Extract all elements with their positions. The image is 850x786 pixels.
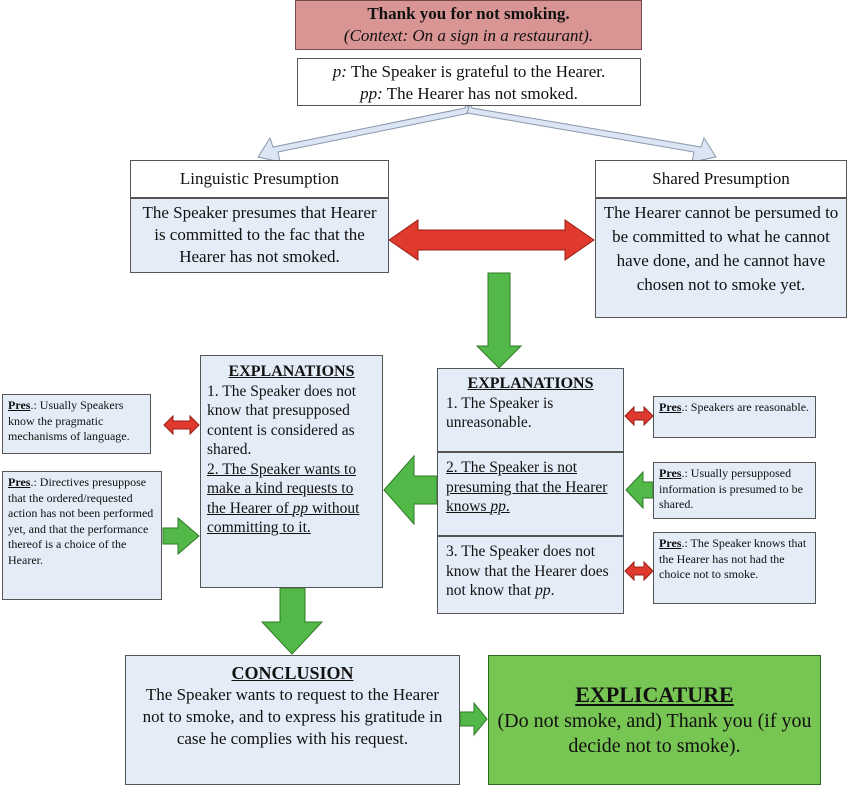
pp-text: The Hearer has not smoked. — [382, 84, 578, 103]
pres-box-shared-info: Pres.: Usually persupposed information i… — [653, 462, 816, 519]
p-label: p: — [332, 62, 347, 81]
pres5-double-arrow — [624, 560, 654, 582]
linguistic-presumption-heading: Linguistic Presumption — [130, 160, 389, 198]
explicature-body: (Do not smoke, and) Thank you (if you de… — [497, 710, 812, 757]
conclusion-body: The Speaker wants to request to the Hear… — [142, 685, 443, 748]
fork-arrow-left — [257, 102, 471, 163]
pres-box-choice-text: .: The Speaker knows that the Hearer has… — [659, 536, 807, 581]
explanations-left-box: EXPLANATIONS 1. The Speaker does not kno… — [200, 355, 383, 588]
propositions-box: p: The Speaker is grateful to the Hearer… — [297, 58, 641, 106]
pres4-arrow — [625, 470, 654, 510]
pres3-double-arrow — [624, 405, 654, 427]
title-text: Thank you for not smoking. — [367, 4, 570, 23]
explanations-right-heading: EXPLANATIONS — [467, 375, 594, 392]
pres-box-directives-text: .: Directives presuppose that the ordere… — [8, 475, 154, 567]
explicature-heading: EXPLICATURE — [575, 682, 734, 707]
pres-label: Pres — [8, 475, 31, 489]
explicature-box: EXPLICATURE (Do not smoke, and) Thank yo… — [488, 655, 821, 785]
shared-presumption-body: The Hearer cannot be persumed to be comm… — [595, 198, 847, 318]
left-arrow-to-explanations — [383, 454, 438, 526]
pres-label: Pres — [659, 400, 682, 414]
fork-arrow-right — [466, 102, 717, 163]
conclusion-box: CONCLUSION The Speaker wants to request … — [125, 655, 460, 785]
explanations-right-item-2-end: . — [505, 498, 510, 515]
title-box: Thank you for not smoking. (Context: On … — [295, 0, 642, 50]
down-arrow-to-conclusion — [260, 587, 324, 655]
pres-box-directives: Pres.: Directives presuppose that the or… — [2, 471, 162, 600]
explanations-left-item-2-text: 2. The Speaker wants to make a kind requ… — [207, 460, 357, 517]
explanations-right-item-3-pp: pp — [535, 582, 551, 599]
explanations-right-item-2-text: 2. The Speaker is not presuming that the… — [446, 459, 608, 515]
pres-box-pragmatic: Pres.: Usually Speakers know the pragmat… — [2, 394, 151, 454]
pp-label: pp: — [360, 84, 383, 103]
pres-label: Pres — [659, 466, 682, 480]
pres-label: Pres — [659, 536, 682, 550]
pres-label: Pres — [8, 398, 31, 412]
p-line: p: The Speaker is grateful to the Hearer… — [298, 61, 640, 83]
explanations-right-box: EXPLANATIONS 1. The Speaker is unreasona… — [437, 368, 624, 452]
shared-presumption-heading: Shared Presumption — [595, 160, 847, 198]
explanations-right-item-2-pp: pp — [490, 498, 506, 515]
explanations-right-item-1: 1. The Speaker is unreasonable. — [446, 394, 554, 432]
pres-box-shared-info-text: .: Usually persupposed information is pr… — [659, 466, 803, 511]
explanations-left-heading: EXPLANATIONS — [228, 363, 355, 380]
context-text: (Context: On a sign in a restaurant). — [343, 26, 594, 45]
linguistic-presumption-body: The Speaker presumes that Hearer is comm… — [130, 198, 389, 273]
down-arrow-to-explanations — [475, 272, 523, 369]
pres-box-pragmatic-text: .: Usually Speakers know the pragmatic m… — [8, 398, 130, 443]
explanations-right-item-3-text: 3. The Speaker does not know that the He… — [446, 543, 609, 599]
explanations-right-item-3: 3. The Speaker does not know that the He… — [437, 536, 624, 614]
conclusion-heading: CONCLUSION — [231, 663, 354, 683]
pp-line: pp: The Hearer has not smoked. — [298, 83, 640, 105]
pres-box-choice: Pres.: The Speaker knows that the Hearer… — [653, 532, 816, 604]
conflict-double-arrow — [388, 219, 595, 261]
explanations-right-item-2: 2. The Speaker is not presuming that the… — [437, 452, 624, 536]
pres-box-reasonable-text: .: Speakers are reasonable. — [681, 400, 810, 414]
explanations-left-item-2-end: without committing to it. — [207, 499, 360, 537]
explanations-left-item-1: 1. The Speaker does not know that presup… — [207, 382, 357, 459]
explanations-right-item-3-end: . — [550, 582, 555, 599]
arrow-to-explicature — [459, 701, 488, 737]
p-text: The Speaker is grateful to the Hearer. — [346, 62, 606, 81]
pres2-arrow — [162, 516, 200, 556]
explanations-left-item-2: 2. The Speaker wants to make a kind requ… — [207, 460, 376, 538]
pres1-double-arrow — [163, 414, 200, 436]
explanations-left-item-2-pp: pp — [292, 499, 309, 517]
pres-box-reasonable: Pres.: Speakers are reasonable. — [653, 396, 816, 438]
